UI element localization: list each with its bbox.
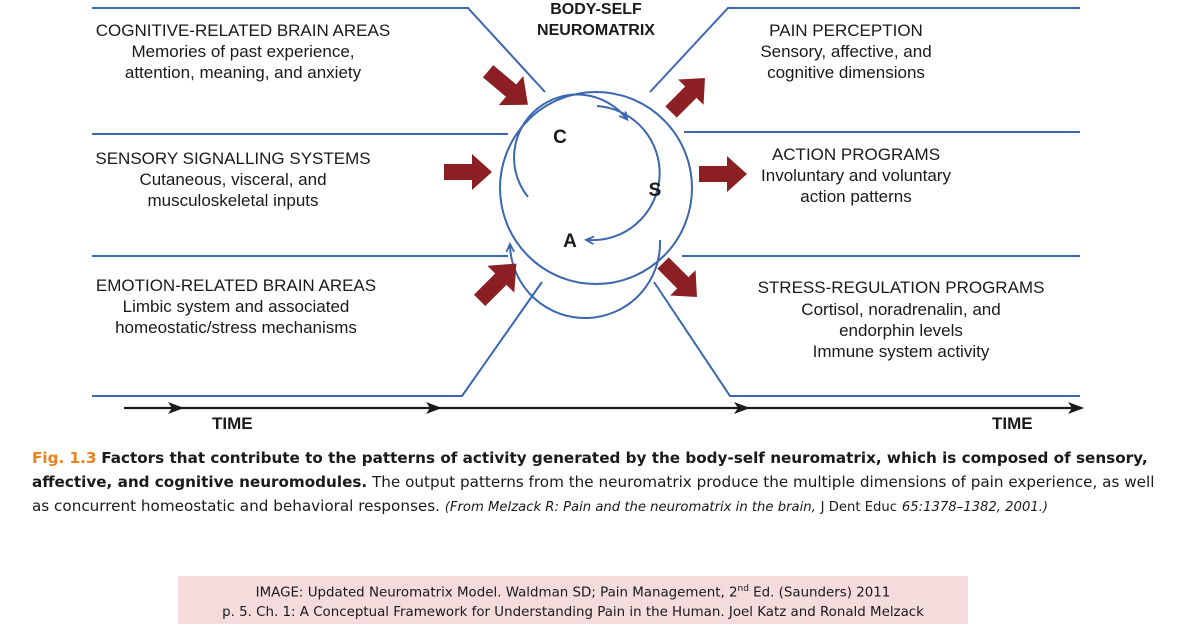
input-band-line-4 — [92, 281, 543, 397]
output-stress-heading: STRESS-REGULATION PROGRAMS — [758, 278, 1045, 297]
credit-line-1: IMAGE: Updated Neuromatrix Model. Waldma… — [178, 579, 968, 603]
input-sensory: SENSORY SIGNALLING SYSTEMS Cutaneous, vi… — [95, 149, 370, 210]
neuromatrix-hub — [499, 91, 693, 320]
caption-fig-number: Fig. 1.3 — [32, 449, 97, 467]
credit-line-2: p. 5. Ch. 1: A Conceptual Framework for … — [222, 605, 924, 621]
image-credit-box: IMAGE: Updated Neuromatrix Model. Waldma… — [178, 576, 968, 624]
sensory-module-letter: S — [649, 180, 662, 201]
affective-module-arc — [510, 239, 662, 320]
output-action-line-2: action patterns — [800, 187, 912, 206]
caption-source-italic: (From Melzack R: Pain and the neuromatri… — [444, 500, 816, 515]
input-sensory-heading: SENSORY SIGNALLING SYSTEMS — [95, 149, 370, 168]
output-arrow-action — [699, 156, 747, 192]
caption-body-text: The output patterns from the neuromatrix… — [32, 473, 1155, 515]
output-arrow-pain — [665, 78, 705, 118]
input-arrow-emotion — [473, 263, 517, 307]
caption-source-journal: J Dent Educ — [820, 500, 898, 515]
output-stress-line-2: endorphin levels — [839, 321, 963, 340]
input-emotion-line-1: Limbic system and associated — [123, 297, 350, 316]
hub-title-line-2: NEUROMATRIX — [537, 22, 655, 39]
output-stress-regulation: STRESS-REGULATION PROGRAMS Cortisol, nor… — [758, 278, 1045, 361]
output-band-lines — [649, 7, 1080, 397]
output-pain-perception: PAIN PERCEPTION Sensory, affective, and … — [760, 21, 931, 82]
timeline-arrowhead-2 — [426, 402, 442, 414]
output-arrow-stress — [657, 257, 697, 297]
cognitive-module-arc — [513, 93, 626, 198]
input-arrow-cognitive — [482, 65, 528, 106]
input-emotion-heading: EMOTION-RELATED BRAIN AREAS — [96, 276, 376, 295]
output-band-line-1 — [649, 7, 1080, 93]
output-action-line-1: Involuntary and voluntary — [761, 166, 951, 185]
input-arrow-sensory — [444, 154, 492, 190]
timeline-label-right: TIME — [992, 414, 1033, 433]
input-emotion-line-2: homeostatic/stress mechanisms — [115, 318, 357, 337]
input-sensory-line-1: Cutaneous, visceral, and — [139, 170, 326, 189]
input-cognitive-line-2: attention, meaning, and anxiety — [125, 63, 362, 82]
timeline: TIME TIME — [124, 402, 1084, 433]
timeline-arrowhead-3 — [734, 402, 750, 414]
hub-title-line-1: BODY-SELF — [550, 1, 642, 18]
output-action-heading: ACTION PROGRAMS — [772, 145, 940, 164]
input-emotion: EMOTION-RELATED BRAIN AREAS Limbic syste… — [96, 276, 376, 337]
sensory-module-arc — [588, 105, 661, 240]
cognitive-module-letter: C — [553, 127, 567, 148]
flow-arrows — [444, 65, 747, 307]
input-cognitive: COGNITIVE-RELATED BRAIN AREAS Memories o… — [96, 21, 390, 82]
input-sensory-line-2: musculoskeletal inputs — [147, 191, 318, 210]
input-cognitive-line-1: Memories of past experience, — [132, 42, 355, 61]
caption-bold-text: Factors that contribute to the patterns … — [32, 449, 1148, 491]
output-stress-line-3: Immune system activity — [813, 342, 990, 361]
credit-line-1-post: Ed. (Saunders) 2011 — [748, 585, 891, 601]
credit-line-1-sup: nd — [737, 584, 749, 594]
output-pain-line-2: cognitive dimensions — [767, 63, 925, 82]
neuromatrix-diagram: BODY-SELF NEUROMATRIX C S A COGNITIVE-RE… — [92, 1, 1084, 433]
hub-outer-circle — [499, 91, 693, 285]
input-band-line-1 — [92, 7, 546, 93]
caption-source-tail: 65:1378–1382, 2001.) — [901, 500, 1049, 515]
output-stress-line-1: Cortisol, noradrenalin, and — [801, 300, 1000, 319]
output-pain-line-1: Sensory, affective, and — [760, 42, 931, 61]
input-band-lines — [92, 7, 546, 397]
credit-line-1-pre: IMAGE: Updated Neuromatrix Model. Waldma… — [255, 585, 738, 601]
affective-module-letter: A — [563, 231, 577, 252]
timeline-arrowhead-1 — [168, 402, 184, 414]
figure-caption: Fig. 1.3 Factors that contribute to the … — [32, 446, 1172, 520]
output-action-programs: ACTION PROGRAMS Involuntary and voluntar… — [761, 145, 951, 206]
output-band-line-4 — [653, 281, 1080, 397]
output-pain-heading: PAIN PERCEPTION — [769, 21, 923, 40]
input-cognitive-heading: COGNITIVE-RELATED BRAIN AREAS — [96, 21, 390, 40]
timeline-label-left: TIME — [212, 414, 253, 433]
